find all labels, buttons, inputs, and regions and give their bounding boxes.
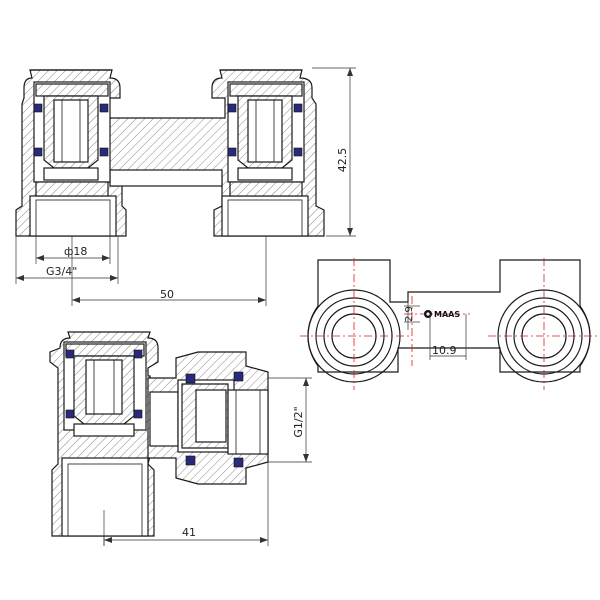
dim-height-top: 42.5: [312, 67, 356, 237]
oring-icon: [99, 103, 109, 113]
bridge-channel: [109, 169, 223, 187]
oring-icon: [185, 455, 196, 466]
oring-icon: [293, 103, 303, 113]
side-bore-thread: [67, 463, 143, 537]
side-insert: [63, 341, 147, 437]
left-bore-thread: [35, 199, 111, 237]
oring-icon: [33, 103, 43, 113]
right-insert: [227, 81, 305, 197]
oring-icon: [133, 349, 143, 359]
dim-thread-bottom-text: G3/4": [46, 265, 77, 278]
dim-small-height-text: 2.9: [404, 306, 415, 322]
oring-icon: [233, 371, 244, 382]
right-bore-thread: [227, 199, 303, 237]
oring-icon: [227, 103, 237, 113]
right-bottom-bore: [221, 195, 309, 237]
oring-icon: [227, 147, 237, 157]
oring-icon: [233, 457, 244, 468]
dim-side-length: 41: [103, 462, 269, 546]
brand-label: MAAS: [434, 310, 460, 319]
bottom-view: MAAS 2.9 10.9: [300, 258, 598, 390]
left-bottom-bore: [29, 195, 117, 237]
oring-icon: [65, 349, 75, 359]
dim-inner-diameter: ф18: [35, 236, 111, 264]
dim-thread-side: G1/2": [268, 377, 312, 463]
oring-icon: [133, 409, 143, 419]
oring-icon: [293, 147, 303, 157]
oring-icon: [185, 373, 196, 384]
dim-inner-diameter-text: ф18: [64, 245, 87, 258]
union-bore: [149, 391, 179, 447]
dim-center-distance: 50: [71, 236, 267, 306]
front-section-view: [15, 69, 325, 237]
left-insert: [33, 81, 111, 197]
dim-thread-side-text: G1/2": [292, 406, 305, 437]
oring-icon: [33, 147, 43, 157]
oring-icon: [65, 409, 75, 419]
dim-side-length-text: 41: [182, 526, 196, 539]
side-section-view: [49, 331, 269, 537]
dim-center-distance-text: 50: [160, 288, 174, 301]
union-tail-bore: [195, 389, 227, 443]
dim-small-width-text: 10.9: [432, 344, 457, 357]
union-thread: [227, 389, 269, 455]
dim-thread-bottom: G3/4": [15, 236, 119, 284]
oring-icon: [99, 147, 109, 157]
side-bottom-bore: [61, 457, 149, 537]
dim-height-top-text: 42.5: [336, 148, 349, 173]
